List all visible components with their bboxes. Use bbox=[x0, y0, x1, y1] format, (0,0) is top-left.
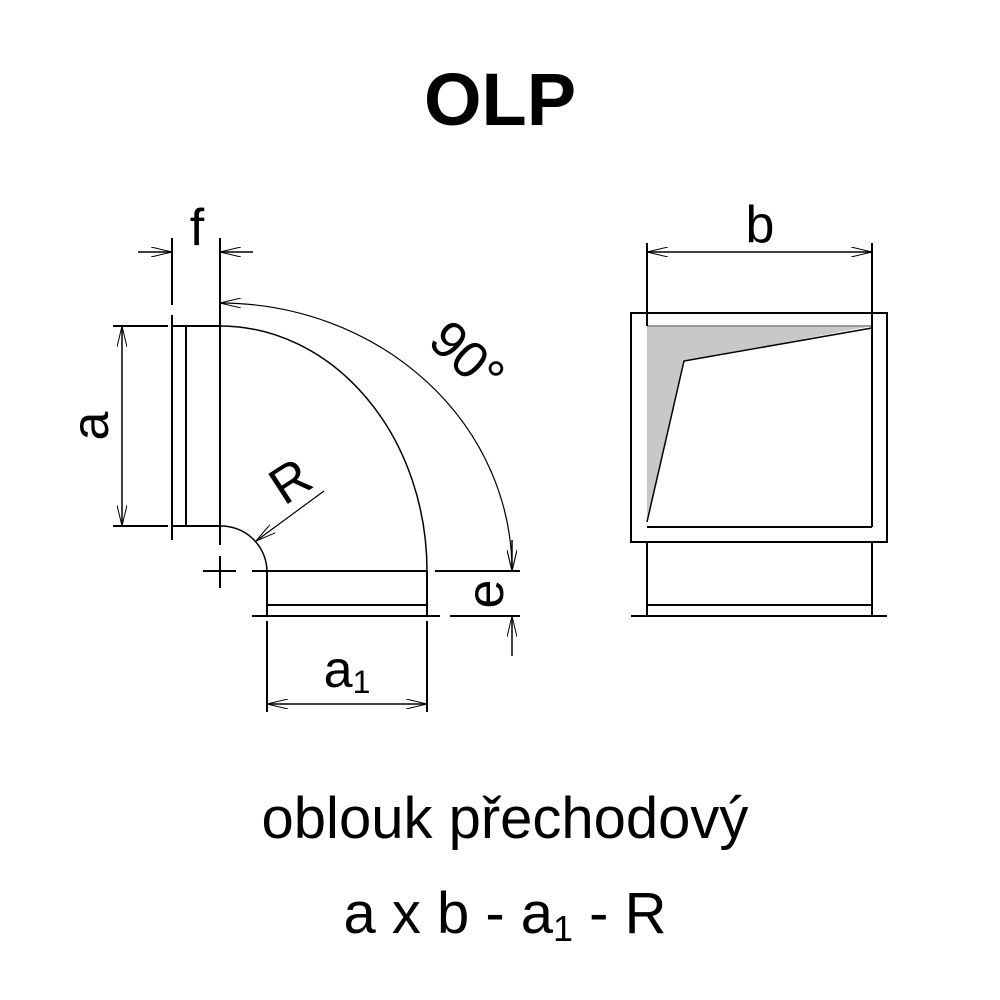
label-e: e bbox=[457, 580, 515, 609]
label-angle: 90° bbox=[418, 310, 515, 406]
label-a1-main: a bbox=[324, 641, 353, 699]
front-view bbox=[630, 243, 888, 617]
label-a1: a1 bbox=[324, 641, 371, 700]
label-f: f bbox=[190, 199, 205, 257]
label-a1-sub: 1 bbox=[353, 664, 371, 700]
label-b: b bbox=[746, 196, 775, 254]
caption-line2: a x b - a1 - R bbox=[343, 881, 666, 949]
label-a: a bbox=[62, 411, 120, 440]
label-R: R bbox=[259, 447, 322, 516]
caption-line2-part2: - R bbox=[573, 881, 666, 946]
shaded-transition bbox=[647, 326, 872, 522]
title: OLP bbox=[424, 58, 576, 141]
side-view bbox=[113, 238, 520, 712]
caption-line2-part1: a x b - a bbox=[343, 881, 553, 946]
caption-line1: oblouk přechodový bbox=[262, 786, 749, 851]
caption-line2-sub: 1 bbox=[553, 908, 573, 949]
